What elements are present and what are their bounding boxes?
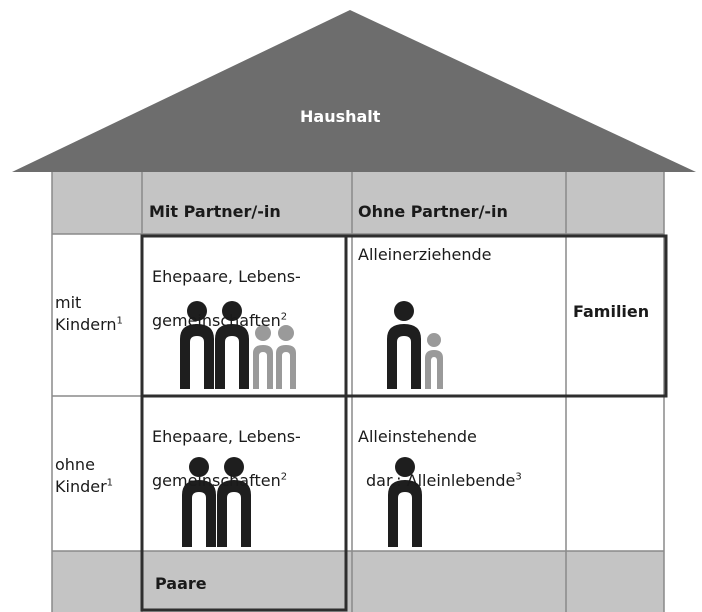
child-icon — [425, 333, 443, 389]
adult-icon — [180, 301, 214, 389]
adult-icon — [388, 457, 422, 547]
row-label-without-children: ohne Kinder1 — [55, 455, 114, 496]
header-column-shade — [52, 172, 142, 234]
right-column-shade — [566, 172, 664, 234]
column-header-with-partner: Mit Partner/-in — [149, 202, 281, 221]
roof — [12, 10, 696, 172]
table-grid — [51, 172, 665, 612]
row-label-with-children: mit Kindern1 — [55, 293, 123, 334]
adult-icon — [182, 457, 216, 547]
roof-title: Haushalt — [300, 107, 381, 126]
adult-icon — [387, 301, 421, 389]
group-label-families: Familien — [573, 302, 650, 321]
header-row-shade — [52, 172, 664, 234]
cell-couples-with-children: Ehepaare, Lebens- gemeinschaften2 — [152, 267, 301, 330]
bottom-row-shade — [52, 551, 664, 612]
couples-frame — [140, 234, 348, 612]
adult-icon — [215, 301, 249, 389]
child-icon — [253, 325, 273, 389]
column-header-without-partner: Ohne Partner/-in — [358, 202, 508, 221]
child-icon — [276, 325, 296, 389]
cell-singles: Alleinstehende dar.: Alleinlebende3 — [358, 427, 522, 490]
adult-icon — [217, 457, 251, 547]
group-label-couples: Paare — [155, 574, 207, 593]
cell-couples-without-children: Ehepaare, Lebens- gemeinschaften2 — [152, 427, 301, 490]
cell-single-parents: Alleinerziehende — [358, 245, 492, 264]
